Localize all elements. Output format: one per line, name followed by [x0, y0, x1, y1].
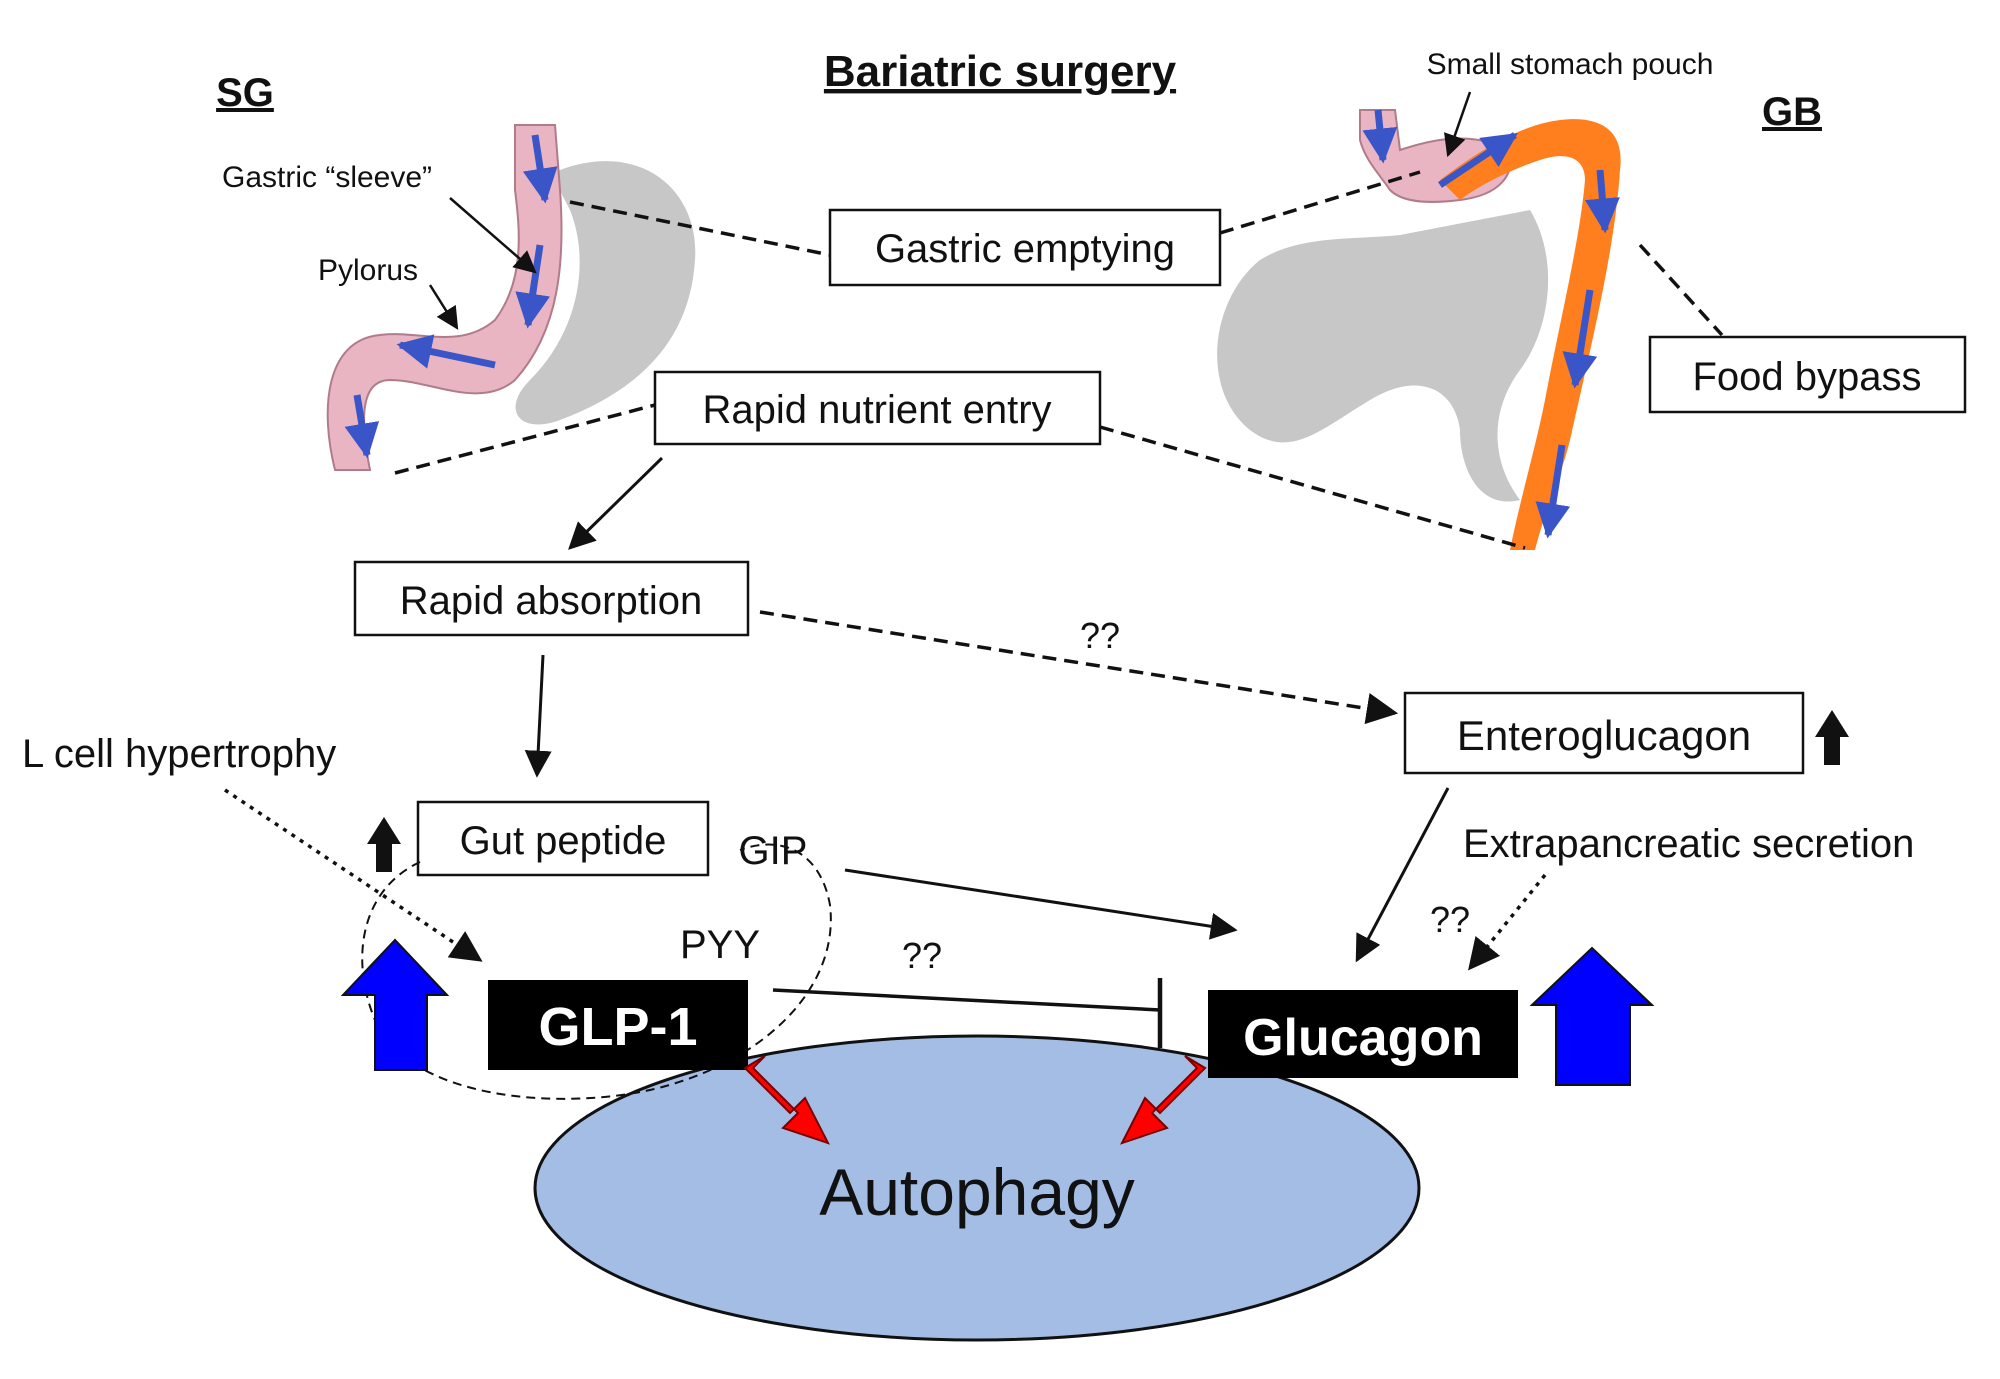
small-stomach-pouch-pointer [1444, 91, 1472, 158]
enteroglucagon-box: Enteroglucagon [1403, 691, 1805, 775]
absorption-to-gut-peptide-arrow [524, 654, 552, 778]
gb-to-nutrient-entry-line [1099, 425, 1526, 550]
bypassed-stomach-grey [1217, 210, 1549, 502]
sleeve-gastrectomy-illustration [326, 124, 696, 471]
pylorus-label: Pylorus [318, 254, 418, 287]
pylorus-pointer [428, 284, 459, 330]
l-cell-hypertrophy-arrow [224, 788, 483, 962]
glp1-text: GLP-1 [538, 997, 697, 1057]
enteroglucagon-to-glucagon-arrow [1355, 787, 1450, 963]
glucagon-box: Glucagon [1208, 990, 1518, 1078]
removed-stomach-grey [515, 161, 696, 425]
pyy-label: PYY [680, 923, 760, 967]
glp1-up-arrow-icon [340, 938, 450, 1071]
rapid-absorption-text: Rapid absorption [400, 579, 702, 623]
absorption-to-enteroglucagon-arrow [759, 610, 1399, 725]
glucagon-text: Glucagon [1243, 1009, 1483, 1067]
food-bypass-box: Food bypass [1648, 335, 1967, 414]
gastric-sleeve-label: Gastric “sleeve” [222, 161, 432, 194]
small-stomach-pouch-label: Small stomach pouch [1427, 48, 1714, 81]
gut-peptide-cluster-outline [361, 843, 832, 1100]
extrapancreatic-secretion-arrow [1468, 873, 1547, 971]
gastric-emptying-box: Gastric emptying [828, 208, 1222, 287]
sg-to-gastric-emptying-line [569, 200, 831, 257]
glucagon-up-arrow-icon [1529, 946, 1655, 1086]
gut-peptide-box: Gut peptide [416, 800, 710, 877]
glp1-box: GLP-1 [488, 980, 748, 1070]
glucagon-to-autophagy-red-arrow-icon [1119, 1055, 1207, 1145]
extrapancreatic-secretion-label: Extrapancreatic secretion [1463, 822, 1914, 866]
rapid-absorption-box: Rapid absorption [353, 560, 750, 637]
enteroglucagon-up-arrow-icon [1815, 710, 1849, 765]
gastric-emptying-text: Gastric emptying [875, 227, 1175, 271]
gut-peptide-text: Gut peptide [460, 819, 667, 863]
food-bypass-text: Food bypass [1692, 355, 1921, 399]
gastric-bypass-illustration [1217, 109, 1621, 550]
gip-to-glucagon-arrow [844, 868, 1238, 940]
gastric-sleeve-pointer [449, 197, 537, 274]
entry-to-absorption-arrow [568, 456, 664, 550]
gastric-sleeve-tube [326, 124, 563, 471]
glp1-inhibition-unknown-label: ?? [902, 935, 942, 976]
food-bypass-line [1638, 243, 1724, 337]
enteroglucagon-text: Enteroglucagon [1457, 712, 1751, 759]
rapid-nutrient-entry-text: Rapid nutrient entry [702, 388, 1051, 432]
autophagy-text: Autophagy [819, 1155, 1135, 1229]
sg-to-nutrient-entry-line [394, 403, 656, 475]
glp1-to-autophagy-red-arrow-icon [743, 1055, 831, 1145]
gut-peptide-up-arrow-icon [367, 817, 401, 872]
gb-label: GB [1762, 90, 1822, 134]
autophagy-ellipse [533, 1034, 1421, 1342]
glp1-inhibits-glucagon-line [772, 988, 1161, 1012]
diagram-title: Bariatric surgery [824, 47, 1177, 96]
gip-label: GIP [739, 829, 808, 873]
l-cell-hypertrophy-label: L cell hypertrophy [22, 732, 336, 776]
enteroglucagon-unknown-label: ?? [1080, 615, 1120, 656]
extrapancreatic-unknown-label: ?? [1430, 899, 1470, 940]
gb-to-gastric-emptying-line [1219, 170, 1421, 235]
sg-label: SG [216, 71, 274, 115]
rapid-nutrient-entry-box: Rapid nutrient entry [653, 370, 1102, 446]
